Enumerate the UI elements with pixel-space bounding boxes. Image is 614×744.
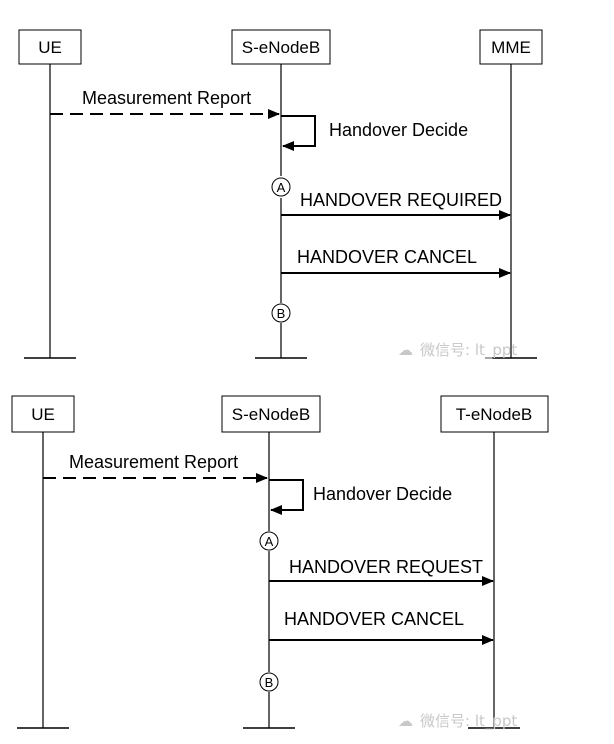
entity-s-enodeb-label: S-eNodeB — [242, 38, 320, 57]
diagram-2: UE S-eNodeB T-eNodeB Measurement Report … — [11, 395, 549, 731]
message-handover-decide: Handover Decide — [269, 479, 452, 515]
marker-b-label: B — [265, 675, 274, 690]
wechat-icon: ☁ — [398, 341, 413, 359]
message-handover-required-label: HANDOVER REQUIRED — [300, 190, 502, 210]
entity-mme-label: MME — [491, 38, 531, 57]
watermark-2-text: 微信号: lt_ppt — [420, 712, 517, 731]
entity-ue-label: UE — [31, 405, 55, 424]
message-measurement-report-label: Measurement Report — [69, 452, 238, 472]
watermark-2: ☁ 微信号: lt_ppt — [398, 712, 517, 731]
entity-s-enodeb-label: S-eNodeB — [232, 405, 310, 424]
message-measurement-report: Measurement Report — [43, 452, 268, 483]
message-handover-cancel: HANDOVER CANCEL — [269, 609, 494, 645]
diagram-1: UE S-eNodeB MME Measurement Report Hando… — [18, 29, 543, 360]
entity-t-enodeb: T-eNodeB — [440, 395, 549, 433]
message-handover-decide-label: Handover Decide — [313, 484, 452, 504]
marker-b: B — [271, 303, 291, 323]
wechat-icon: ☁ — [398, 712, 413, 730]
message-handover-decide: Handover Decide — [281, 115, 468, 151]
marker-a-label: A — [265, 534, 274, 549]
message-handover-request: HANDOVER REQUEST — [269, 557, 494, 586]
entity-s-enodeb: S-eNodeB — [221, 395, 321, 433]
marker-b: B — [259, 672, 279, 692]
marker-b-label: B — [277, 306, 286, 321]
entity-s-enodeb: S-eNodeB — [231, 29, 331, 65]
entity-ue: UE — [18, 29, 82, 65]
message-handover-request-label: HANDOVER REQUEST — [289, 557, 483, 577]
message-measurement-report: Measurement Report — [50, 88, 280, 119]
message-handover-cancel-label: HANDOVER CANCEL — [297, 247, 477, 267]
watermark-1-text: 微信号: lt_ppt — [420, 341, 517, 360]
watermark-1: ☁ 微信号: lt_ppt — [398, 341, 517, 360]
entity-t-enodeb-label: T-eNodeB — [456, 405, 533, 424]
entity-ue-label: UE — [38, 38, 62, 57]
marker-a: A — [271, 177, 291, 197]
entity-mme: MME — [479, 29, 543, 65]
message-measurement-report-label: Measurement Report — [82, 88, 251, 108]
marker-a-label: A — [277, 180, 286, 195]
message-handover-required: HANDOVER REQUIRED — [281, 190, 511, 220]
message-handover-cancel: HANDOVER CANCEL — [281, 247, 511, 278]
entity-ue: UE — [11, 395, 75, 433]
message-handover-decide-label: Handover Decide — [329, 120, 468, 140]
message-handover-cancel-label: HANDOVER CANCEL — [284, 609, 464, 629]
marker-a: A — [259, 531, 279, 551]
